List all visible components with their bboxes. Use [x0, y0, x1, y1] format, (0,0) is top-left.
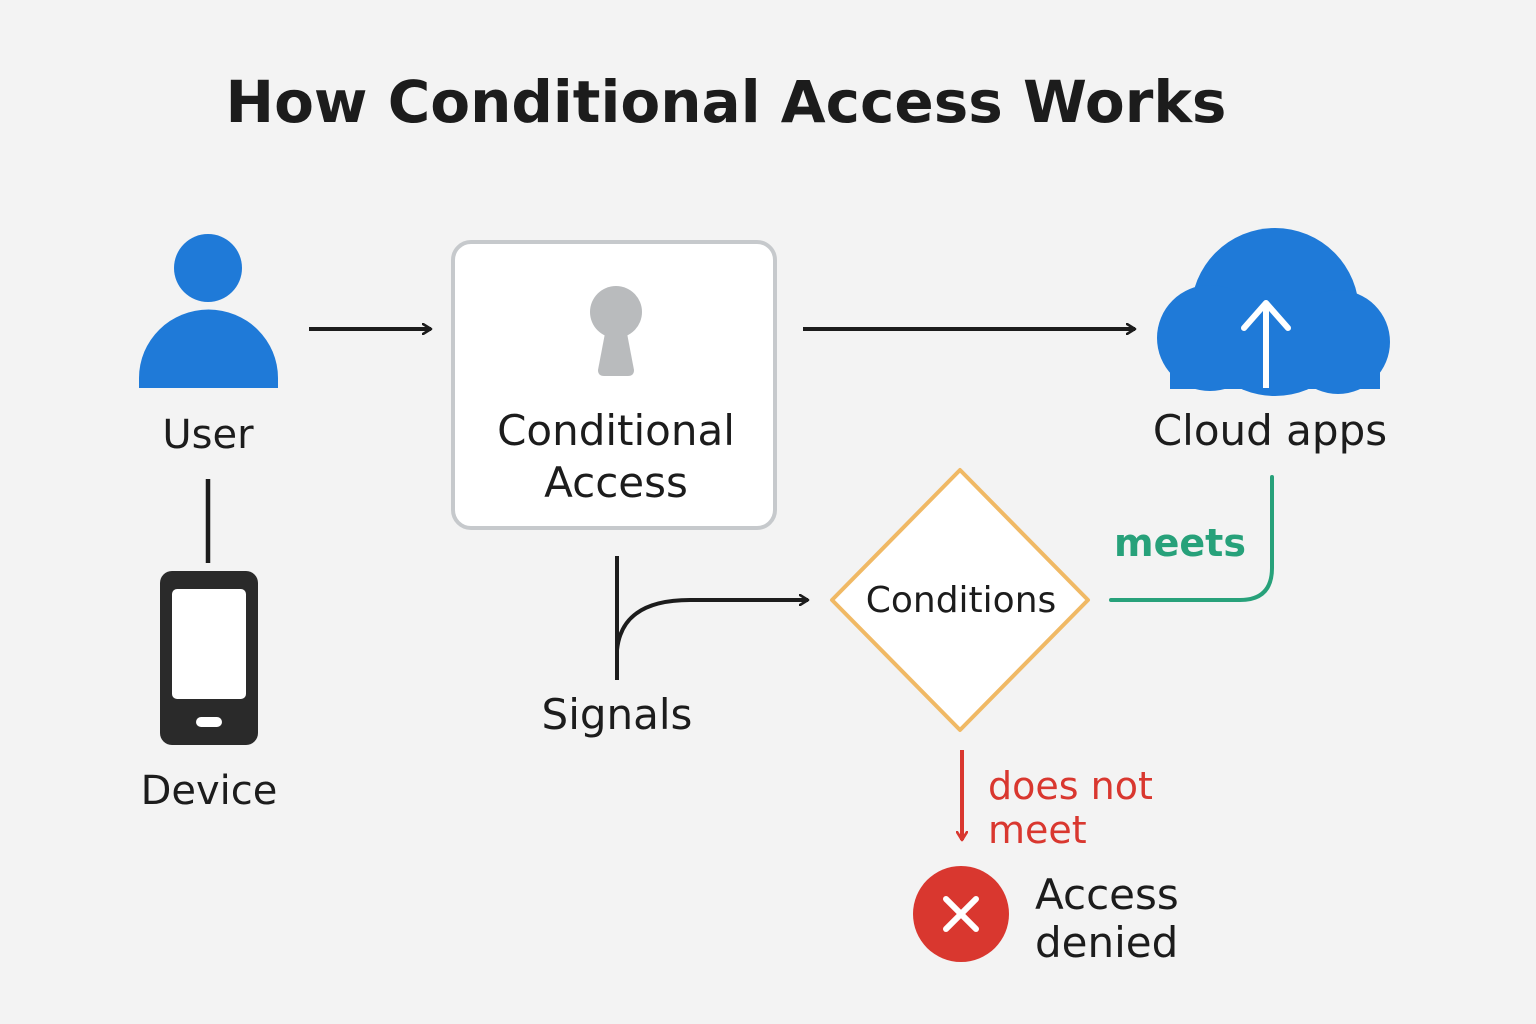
- user-label: User: [162, 412, 254, 458]
- user-icon: [139, 234, 278, 388]
- cloud-apps-label: Cloud apps: [1152, 406, 1388, 455]
- does-not-meet-label-line2: meet: [988, 808, 1087, 852]
- meets-label: meets: [1114, 521, 1246, 565]
- cloud-upload-icon: [1157, 228, 1390, 396]
- keyhole-icon: [590, 286, 642, 376]
- mobile-phone-icon: [160, 571, 258, 745]
- conditional-access-label-line1: Conditional: [497, 406, 735, 455]
- does-not-meet-label-line1: does not: [988, 764, 1153, 808]
- error-x-icon: [913, 866, 1009, 962]
- conditions-label: Conditions: [865, 580, 1057, 621]
- access-denied-label-line1: Access: [1035, 870, 1179, 919]
- diagram-title: How Conditional Access Works: [225, 68, 1227, 136]
- device-label: Device: [140, 768, 278, 814]
- signals-connector: [615, 556, 808, 680]
- conditions-diamond: [830, 468, 1090, 732]
- access-denied-label-line2: denied: [1035, 918, 1179, 967]
- meets-connector: [1109, 475, 1274, 602]
- conditional-access-label-line2: Access: [544, 458, 688, 507]
- signals-label: Signals: [541, 690, 693, 739]
